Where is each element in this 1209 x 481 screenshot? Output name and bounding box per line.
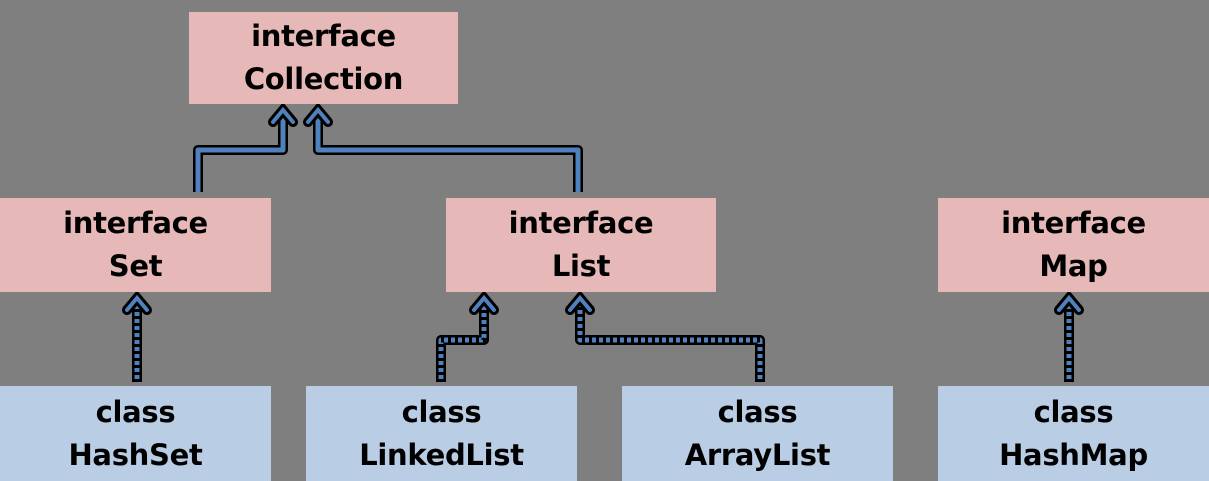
node-linkedlist-kind: class	[401, 394, 482, 429]
node-set: interface Set	[0, 198, 271, 292]
node-map: interface Map	[938, 198, 1209, 292]
node-collection: interface Collection	[189, 12, 458, 104]
node-hashset: class HashSet	[0, 386, 271, 481]
node-list: interface List	[446, 198, 716, 292]
node-hashmap-name: HashMap	[999, 437, 1148, 472]
node-set-kind: interface	[63, 206, 208, 240]
arrow-arraylist-to-list	[565, 290, 765, 382]
arrow-hashset-to-set	[122, 290, 152, 382]
node-hashmap: class HashMap	[938, 386, 1209, 481]
node-map-kind: interface	[1001, 206, 1146, 240]
node-hashset-name: HashSet	[68, 437, 203, 472]
node-collection-name: Collection	[243, 62, 404, 96]
node-map-name: Map	[1039, 249, 1108, 283]
arrow-set-to-collection	[193, 102, 298, 192]
node-linkedlist-name: LinkedList	[359, 437, 524, 472]
node-hashmap-kind: class	[1033, 394, 1114, 429]
node-arraylist-name: ArrayList	[684, 437, 831, 472]
node-linkedlist: class LinkedList	[306, 386, 577, 481]
arrow-hashmap-to-map	[1054, 290, 1084, 382]
node-list-name: List	[551, 249, 611, 283]
node-arraylist: class ArrayList	[622, 386, 893, 481]
node-hashset-kind: class	[95, 394, 176, 429]
node-arraylist-kind: class	[717, 394, 798, 429]
node-collection-kind: interface	[251, 19, 396, 53]
arrow-linkedlist-to-list	[436, 290, 499, 382]
node-list-kind: interface	[508, 206, 654, 240]
node-set-name: Set	[108, 249, 163, 283]
arrow-list-to-collection	[303, 102, 583, 192]
